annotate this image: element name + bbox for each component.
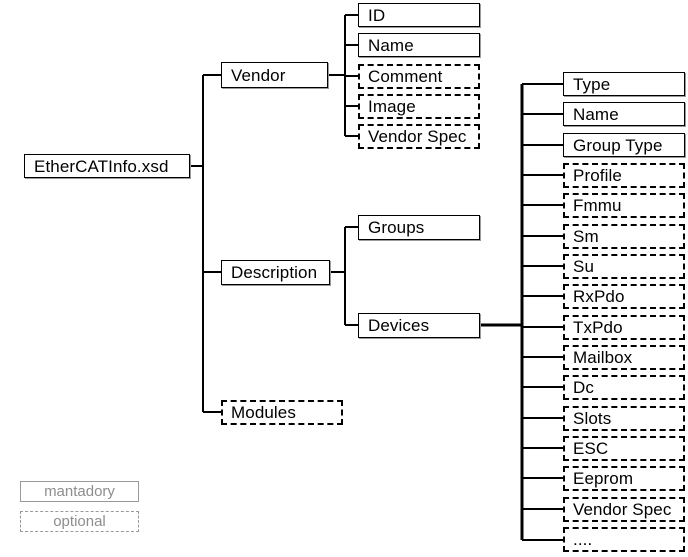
node-device-dc-label: Dc (573, 378, 594, 397)
node-device-name[interactable]: Name (563, 102, 685, 126)
node-device-rxpdo[interactable]: RxPdo (563, 284, 685, 309)
node-vendor-vendor-spec-label: Vendor Spec (368, 127, 467, 146)
node-device-slots[interactable]: Slots (563, 406, 685, 431)
node-vendor[interactable]: Vendor (221, 62, 328, 88)
node-root-label: EtherCATInfo.xsd (34, 156, 169, 176)
node-device-vendor-spec-label: Vendor Spec (573, 500, 672, 519)
legend-optional-label: optional (53, 513, 106, 530)
node-device-eeprom[interactable]: Eeprom (563, 466, 685, 491)
node-vendor-image[interactable]: Image (358, 94, 480, 119)
node-device-txpdo[interactable]: TxPdo (563, 315, 685, 340)
node-vendor-name[interactable]: Name (358, 33, 480, 57)
node-device-mailbox-label: Mailbox (573, 348, 633, 367)
node-device-group-type[interactable]: Group Type (563, 133, 685, 157)
node-device-fmmu-label: Fmmu (573, 196, 622, 215)
node-device-type-label: Type (573, 74, 611, 94)
node-device-sm[interactable]: Sm (563, 224, 685, 249)
node-device-esc[interactable]: ESC (563, 436, 685, 461)
node-vendor-comment-label: Comment (368, 67, 443, 86)
node-device-fmmu[interactable]: Fmmu (563, 193, 685, 218)
node-device-su-label: Su (573, 257, 594, 276)
node-device-profile-label: Profile (573, 166, 622, 185)
node-vendor-vendor-spec[interactable]: Vendor Spec (358, 124, 480, 149)
node-device-name-label: Name (573, 104, 619, 124)
node-description[interactable]: Description (221, 260, 330, 285)
node-device-sm-label: Sm (573, 227, 599, 246)
node-device-dc[interactable]: Dc (563, 375, 685, 400)
node-device-eeprom-label: Eeprom (573, 469, 634, 488)
node-vendor-image-label: Image (368, 97, 416, 116)
node-groups[interactable]: Groups (358, 215, 480, 240)
legend-mandatory-label: mantadory (44, 483, 115, 500)
node-vendor-id[interactable]: ID (358, 3, 480, 27)
node-device-group-type-label: Group Type (573, 135, 663, 155)
node-groups-label: Groups (368, 218, 425, 237)
node-device-su[interactable]: Su (563, 254, 685, 279)
node-root[interactable]: EtherCATInfo.xsd (24, 154, 190, 178)
node-devices-label: Devices (368, 316, 430, 335)
node-device-slots-label: Slots (573, 409, 612, 428)
node-devices[interactable]: Devices (358, 313, 480, 338)
node-modules[interactable]: Modules (221, 400, 343, 425)
node-device-vendor-spec[interactable]: Vendor Spec (563, 497, 685, 522)
node-vendor-id-label: ID (368, 5, 386, 25)
node-device-esc-label: ESC (573, 439, 609, 458)
node-device-more[interactable]: .... (563, 527, 685, 552)
node-vendor-label: Vendor (231, 65, 286, 85)
node-modules-label: Modules (231, 403, 296, 422)
node-vendor-name-label: Name (368, 35, 414, 55)
node-description-label: Description (231, 263, 318, 282)
legend-mandatory: mantadory (20, 481, 139, 502)
node-device-rxpdo-label: RxPdo (573, 287, 625, 306)
node-device-type[interactable]: Type (563, 72, 685, 96)
legend-optional: optional (20, 511, 139, 532)
node-device-profile[interactable]: Profile (563, 163, 685, 188)
node-device-mailbox[interactable]: Mailbox (563, 345, 685, 370)
node-device-more-label: .... (573, 530, 593, 549)
node-vendor-comment[interactable]: Comment (358, 64, 480, 89)
node-device-txpdo-label: TxPdo (573, 318, 623, 337)
